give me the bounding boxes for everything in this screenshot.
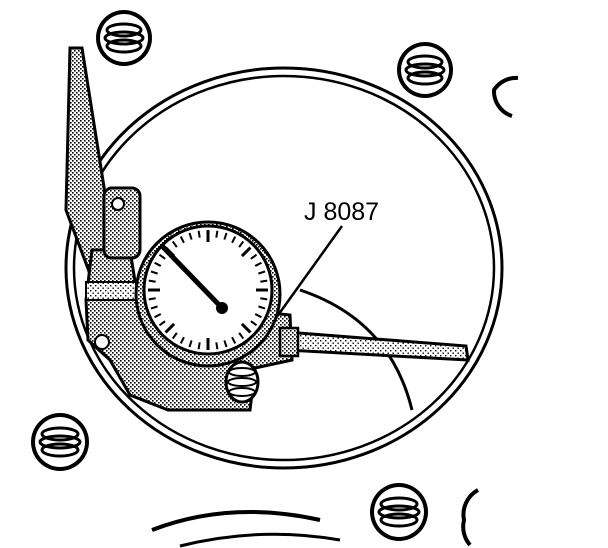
dial-tick <box>164 322 176 334</box>
dial-tick <box>254 261 262 267</box>
dial-tick <box>154 313 162 319</box>
dial-ticks <box>148 230 268 350</box>
adjacent-bore-arc-bottom-left <box>151 510 321 532</box>
dial-tick <box>260 297 268 301</box>
dial-tick <box>171 240 178 248</box>
dial-tick <box>215 230 219 238</box>
bolt-hole-bottom-left <box>31 413 89 471</box>
dial-tick <box>171 332 178 340</box>
dial-tick <box>231 336 237 344</box>
dial-tick <box>188 232 193 240</box>
dial-tick <box>223 232 228 240</box>
dial-tick <box>231 236 237 244</box>
dial-indicator-gauge <box>134 220 282 368</box>
dial-tick <box>250 253 258 260</box>
dial-tick <box>223 340 228 348</box>
dial-tick <box>179 336 185 344</box>
dial-hub <box>216 302 228 314</box>
dial-tick <box>240 246 252 258</box>
adjuster-knob <box>224 360 260 404</box>
adjacent-bore-arc-bottom-right <box>461 488 480 547</box>
dial-tick <box>150 270 158 275</box>
callout-leader-line <box>274 225 344 319</box>
dial-tick <box>215 342 219 350</box>
dial-tick <box>240 322 252 334</box>
dial-tick <box>188 340 193 348</box>
dial-tick <box>150 305 158 310</box>
dial-tick <box>258 270 266 275</box>
dial-tick <box>197 342 201 350</box>
dial-tick <box>260 279 268 283</box>
dial-tick <box>179 236 185 244</box>
bolt-hole-bottom-right <box>370 483 428 541</box>
dial-tick <box>197 230 201 238</box>
adjacent-bore-arc-right <box>491 75 519 118</box>
bolt-hole-top-right <box>397 42 453 98</box>
dial-tick <box>254 313 262 319</box>
dial-tick <box>238 240 245 248</box>
measuring-rod <box>278 326 470 362</box>
dial-tick <box>148 297 156 301</box>
dial-tick <box>238 332 245 340</box>
bore-wall-arc <box>299 288 414 411</box>
dial-needle <box>160 244 227 313</box>
dial-tick <box>158 320 166 327</box>
dial-tick <box>258 305 266 310</box>
dial-tick <box>154 261 162 267</box>
dial-tick <box>250 320 258 327</box>
bolt-hole-top-left <box>96 10 152 66</box>
dial-tick <box>148 279 156 283</box>
dial-tick <box>158 253 166 260</box>
cylinder-bore <box>64 66 504 470</box>
adjacent-bore-arc-bottom-mid <box>179 532 341 548</box>
callout-label: J 8087 <box>304 198 379 226</box>
